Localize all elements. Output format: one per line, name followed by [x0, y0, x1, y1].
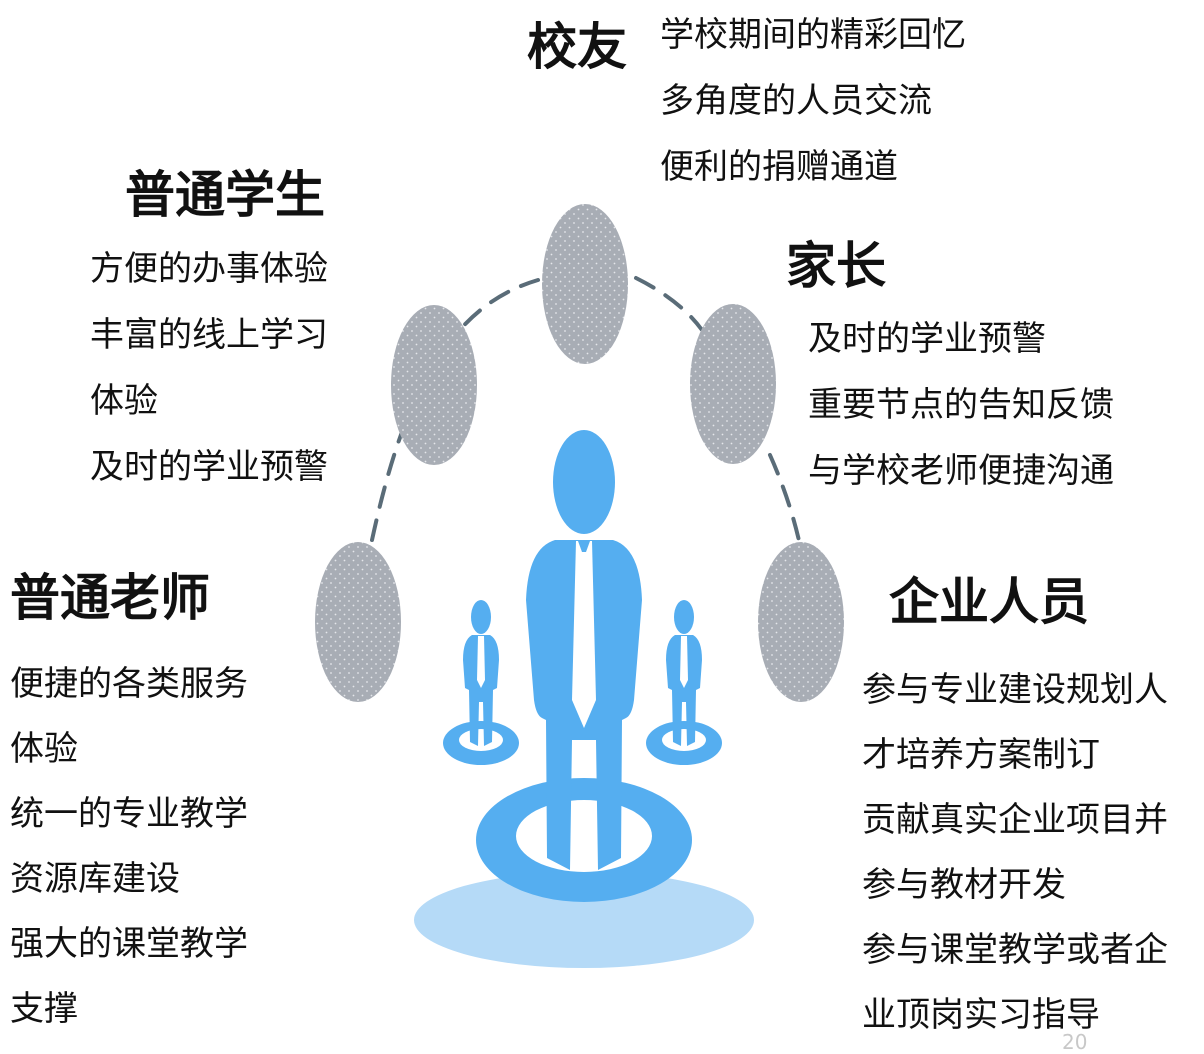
list-item: 便捷的各类服务: [10, 664, 248, 704]
node-alumni: [542, 204, 628, 364]
students-benefits-list: 方便的办事体验 丰富的线上学习 体验 及时的学业预警: [90, 236, 328, 500]
list-item: 业顶岗实习指导: [862, 995, 1100, 1035]
list-item: 方便的办事体验: [90, 249, 328, 289]
teachers-title: 普通老师: [10, 569, 210, 627]
alumni-title: 校友: [527, 18, 627, 76]
list-item: 参与专业建设规划人: [862, 670, 1168, 710]
node-students: [391, 305, 477, 465]
list-item: 体验: [10, 729, 78, 769]
node-teachers: [315, 542, 401, 702]
list-item: 贡献真实企业项目并: [862, 800, 1168, 840]
teachers-benefits-list: 便捷的各类服务 体验 统一的专业教学 资源库建设 强大的课堂教学 支撑: [10, 652, 248, 1042]
page-number: 20: [1062, 1030, 1088, 1054]
main-person-icon: [526, 430, 642, 870]
parents-title: 家长: [786, 237, 886, 295]
small-person-right-icon: [646, 600, 722, 765]
list-item: 便利的捐赠通道: [660, 147, 898, 187]
parents-benefits-list: 及时的学业预警 重要节点的告知反馈 与学校老师便捷沟通: [808, 306, 1114, 504]
list-item: 参与教材开发: [862, 865, 1066, 905]
list-item: 参与课堂教学或者企: [862, 930, 1168, 970]
small-person-left-icon: [443, 600, 519, 765]
enterprise-title: 企业人员: [889, 573, 1089, 631]
list-item: 与学校老师便捷沟通: [808, 451, 1114, 491]
node-enterprise: [758, 542, 844, 702]
list-item: 及时的学业预警: [808, 319, 1046, 359]
node-parents: [690, 304, 776, 464]
list-item: 学校期间的精彩回忆: [660, 15, 966, 55]
list-item: 及时的学业预警: [90, 447, 328, 487]
list-item: 强大的课堂教学: [10, 924, 248, 964]
base-platform: [414, 872, 754, 968]
enterprise-benefits-list: 参与专业建设规划人 才培养方案制订 贡献真实企业项目并 参与教材开发 参与课堂教…: [862, 658, 1168, 1048]
list-item: 丰富的线上学习: [90, 315, 328, 355]
list-item: 支撑: [10, 989, 78, 1029]
list-item: 体验: [90, 381, 158, 421]
list-item: 才培养方案制订: [862, 735, 1100, 775]
list-item: 资源库建设: [10, 859, 180, 899]
list-item: 多角度的人员交流: [660, 81, 932, 121]
list-item: 重要节点的告知反馈: [808, 385, 1114, 425]
students-title: 普通学生: [125, 166, 325, 224]
alumni-benefits-list: 学校期间的精彩回忆 多角度的人员交流 便利的捐赠通道: [660, 2, 966, 200]
list-item: 统一的专业教学: [10, 794, 248, 834]
